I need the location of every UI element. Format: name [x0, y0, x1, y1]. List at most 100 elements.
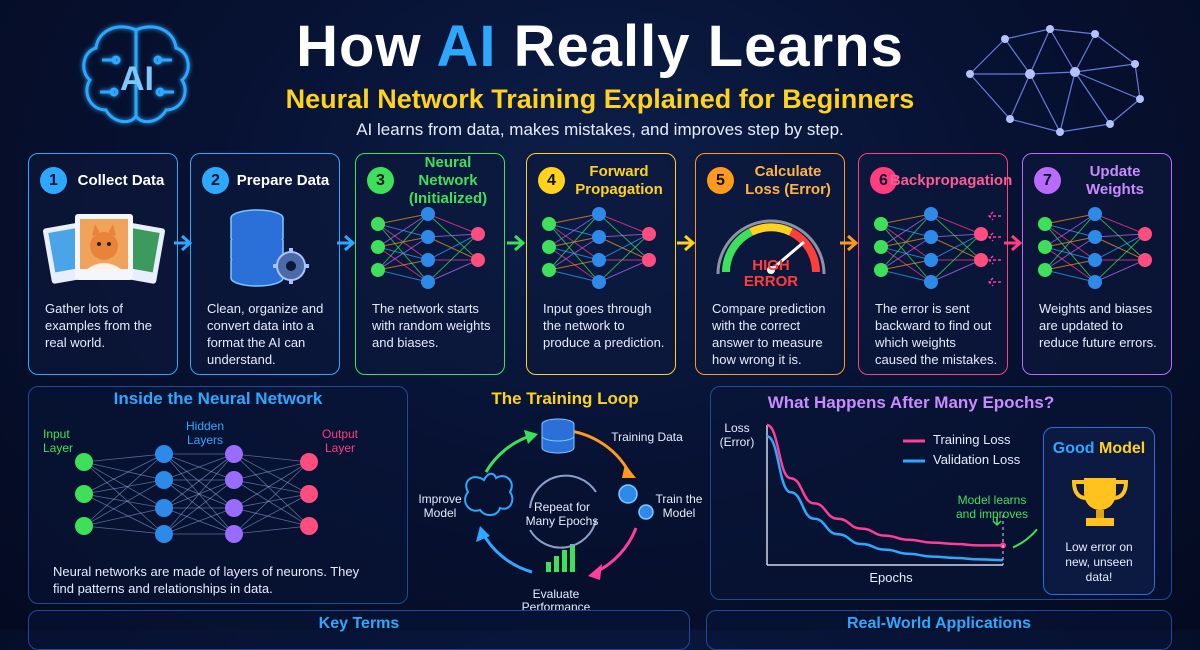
- neuron: [471, 227, 485, 241]
- step-card-calculate-loss: 5 Calculate Loss (Error) HIGH ERROR Comp…: [695, 153, 845, 375]
- bar-chart-icon: [546, 544, 575, 572]
- step-number: 1: [40, 167, 67, 194]
- database-gear-icon: [230, 209, 309, 287]
- arrow-right-icon: [174, 234, 193, 252]
- loop-center-text: Repeat for Many Epochs: [525, 500, 599, 528]
- step-card-forward-propagation: 4 Forward Propagation Input goes through…: [526, 153, 676, 375]
- neuron: [421, 253, 435, 267]
- forward-network-icon: [542, 207, 656, 289]
- backprop-arrow: [987, 211, 1001, 221]
- brain-ai-text: AI: [120, 60, 154, 98]
- gears-icon: [618, 484, 654, 520]
- neuron: [1038, 240, 1052, 254]
- loop-train-model: Train the Model: [655, 492, 703, 520]
- step-description: Compare prediction with the correct answ…: [712, 301, 826, 367]
- neuron: [1088, 230, 1102, 244]
- arrow-right-icon: [677, 234, 696, 252]
- hidden-layers-label: Hidden Layers: [185, 419, 225, 447]
- neuron: [1138, 253, 1152, 267]
- epochs-panel: What Happens After Many Epochs? Loss (Er…: [710, 386, 1172, 600]
- neuron: [300, 485, 318, 503]
- loss-chart: [766, 423, 1038, 566]
- neuron: [155, 471, 173, 489]
- backprop-network-icon: [874, 207, 1001, 289]
- loop-training-data: Training Data: [611, 430, 683, 444]
- step-title: Forward Propagation: [575, 163, 663, 198]
- output-layer-label: Output Layer: [321, 427, 359, 455]
- backprop-arrow: [987, 255, 1001, 265]
- backprop-arrow: [987, 277, 1001, 287]
- step-description: The error is sent backward to find out w…: [875, 301, 998, 367]
- neuron: [874, 240, 888, 254]
- training-loop-diagram: [464, 418, 654, 580]
- page-title: How AI Really Learns: [296, 14, 904, 79]
- step-number: 5: [707, 167, 734, 194]
- error-gauge-icon: HIGH ERROR: [716, 219, 826, 290]
- neuron: [1088, 253, 1102, 267]
- inside-network-description: Neural networks are made of layers of ne…: [53, 564, 360, 596]
- neuron: [924, 253, 938, 267]
- step-title: Update Weights: [1085, 163, 1145, 198]
- neuron: [1088, 275, 1102, 289]
- step-number: 3: [367, 167, 394, 194]
- neuron: [225, 525, 243, 543]
- step-title: Neural Network (Initialized): [408, 154, 488, 207]
- arrow-right-icon: [840, 234, 859, 252]
- good-model-card: Good Model Low error on new, unseen data…: [1043, 427, 1155, 595]
- neuron: [1138, 227, 1152, 241]
- gauge-error-text: ERROR: [744, 273, 798, 290]
- photos-icon: [43, 214, 165, 284]
- annotation-arrow: [1012, 528, 1038, 549]
- step-card-neural-network: 3 Neural Network (Initialized) The netwo…: [355, 153, 505, 375]
- chart-xlabel: Epochs: [869, 570, 913, 585]
- page-tagline: AI learns from data, makes mistakes, and…: [356, 120, 844, 139]
- key-terms-panel: Key Terms: [28, 610, 690, 650]
- step-card-collect-data: 1 Collect Data Gather lots of examples f…: [28, 153, 178, 375]
- step-card-prepare-data: 2 Prepare Data Clean, organize and conve…: [190, 153, 340, 375]
- neuron: [642, 253, 656, 267]
- step-card-update-weights: 7 Update Weights Weights and biases are …: [1022, 153, 1172, 375]
- training-loop-title: The Training Loop: [491, 389, 639, 408]
- key-terms-title: Key Terms: [318, 615, 400, 632]
- neuron: [592, 207, 606, 221]
- neuron: [225, 471, 243, 489]
- step-title: Backpropagation: [889, 172, 1013, 189]
- neuron: [874, 217, 888, 231]
- gauge-high-text: HIGH: [752, 257, 790, 274]
- neuron: [542, 217, 556, 231]
- applications-title: Real-World Applications: [846, 615, 1031, 632]
- input-layer-label: Input Layer: [43, 427, 74, 455]
- page-subtitle: Neural Network Training Explained for Be…: [285, 84, 915, 114]
- neuron: [1038, 217, 1052, 231]
- good-model-title: Good Model: [1052, 440, 1146, 457]
- loop-improve: Improve Model: [418, 492, 462, 520]
- step-number: 7: [1034, 167, 1061, 194]
- neuron: [421, 275, 435, 289]
- neuron: [974, 227, 988, 241]
- series-line-1: [766, 434, 1004, 562]
- network-brain-icon: [966, 25, 1144, 136]
- neuron: [155, 445, 173, 463]
- step-title: Calculate Loss (Error): [745, 163, 831, 198]
- step-description: The network starts with random weights a…: [372, 301, 491, 350]
- neuron: [924, 275, 938, 289]
- neuron: [371, 217, 385, 231]
- neuron: [1038, 263, 1052, 277]
- arrow-right-icon: [507, 234, 526, 252]
- neuron: [874, 263, 888, 277]
- step-number: 4: [538, 167, 565, 194]
- neuron: [225, 499, 243, 517]
- legend-validation-label: Validation Loss: [933, 452, 1021, 467]
- down-arrow: [992, 517, 1002, 527]
- step-description: Input goes through the network to produc…: [543, 301, 665, 350]
- neuron: [225, 445, 243, 463]
- neuron: [75, 453, 93, 471]
- applications-panel: Real-World Applications: [706, 610, 1172, 650]
- arrow-right-icon: [337, 234, 356, 252]
- arrow-right-icon: [1004, 234, 1023, 252]
- good-model-description: Low error on new, unseen data!: [1065, 540, 1133, 584]
- neuron: [974, 253, 988, 267]
- brain-ai-icon: AI: [82, 25, 190, 124]
- neuron: [75, 517, 93, 535]
- backprop-arrow: [987, 232, 1001, 242]
